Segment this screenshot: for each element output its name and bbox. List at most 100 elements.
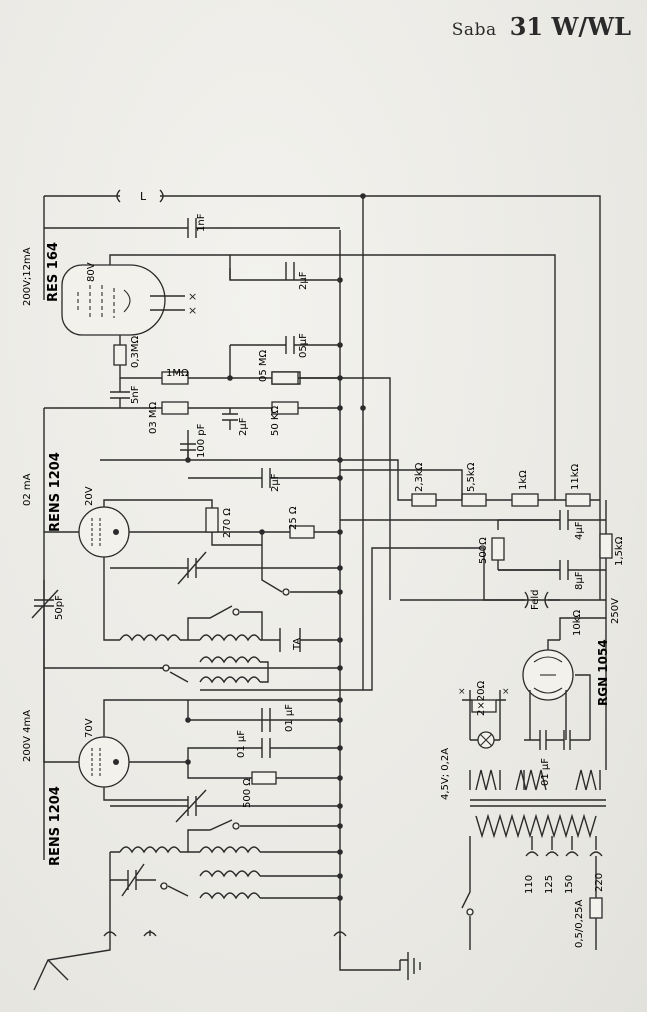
resistor-2x20 bbox=[471, 699, 497, 713]
svg-text:×: × bbox=[188, 304, 197, 317]
label-1-5k: 1,5kΩ bbox=[614, 536, 625, 566]
coil-lower-b bbox=[199, 846, 261, 854]
brand-name: Saba bbox=[451, 20, 497, 40]
resistor-1m bbox=[161, 371, 189, 385]
label-res164-note: 200V;12mA bbox=[22, 247, 33, 306]
resistor-5-5k bbox=[461, 493, 487, 507]
tube-rens1204-upper bbox=[78, 506, 130, 558]
label-tap-125: 125 bbox=[544, 874, 555, 894]
label-rens-upper-voltage: 20V bbox=[84, 486, 95, 506]
label-1m: 1MΩ bbox=[166, 368, 189, 379]
tube-rens1204-lower bbox=[78, 736, 130, 788]
resistor-0-3m bbox=[113, 344, 127, 366]
resistor-50k bbox=[271, 401, 299, 415]
coil-upper-b bbox=[199, 634, 261, 642]
cap-5nf bbox=[110, 391, 130, 399]
label-lamp: 4,5V; 0,2A bbox=[440, 747, 451, 800]
label-rens-upper-type: RENS 1204 bbox=[48, 452, 63, 532]
label-01uf-c: 01 µF bbox=[540, 757, 551, 786]
label-05uf: 05µF bbox=[298, 333, 309, 358]
label-270: 270 Ω bbox=[222, 508, 233, 538]
cap-2uf-a bbox=[229, 262, 295, 280]
coil-lower-a bbox=[119, 846, 181, 854]
label-l: L bbox=[140, 190, 147, 203]
svg-text:×: × bbox=[502, 687, 510, 697]
label-res164-voltage: 80V bbox=[86, 262, 97, 282]
cap-05uf bbox=[285, 336, 295, 354]
label-50k: 50 KΩ bbox=[270, 405, 281, 436]
mains-switch bbox=[461, 836, 471, 950]
label-tap-110: 110 bbox=[524, 874, 535, 894]
model-number: 31 W/WL bbox=[509, 12, 631, 41]
label-tap-150: 150 bbox=[564, 874, 575, 894]
resistor-2-3k bbox=[411, 493, 437, 507]
resistor-500b bbox=[251, 771, 277, 785]
cap-100pf bbox=[180, 443, 196, 451]
label-500b: 500 Ω bbox=[242, 778, 253, 808]
label-50pf: 50pF bbox=[54, 595, 65, 620]
label-2-3k: 2,3kΩ bbox=[414, 462, 425, 492]
label-0-3m: 0,3MΩ bbox=[130, 335, 141, 368]
cap-01uf-a bbox=[261, 708, 271, 732]
svg-text:×: × bbox=[458, 687, 466, 697]
label-tap-220: 220 bbox=[594, 872, 605, 892]
resistor-25 bbox=[289, 525, 315, 539]
label-res164-type: RES 164 bbox=[46, 242, 61, 302]
mains-fuse bbox=[589, 897, 603, 919]
label-rens-lower-voltage: 70V bbox=[84, 718, 95, 738]
cap-2uf-c bbox=[261, 468, 271, 488]
label-rgn1054-type: RGN 1054 bbox=[596, 639, 610, 706]
label-250v: 250V bbox=[610, 598, 621, 624]
resistor-1k bbox=[511, 493, 539, 507]
label-fuse: 0,5/0,25A bbox=[574, 899, 585, 948]
page-title: Saba 31 W/WL bbox=[452, 12, 631, 41]
l-coil-symbol bbox=[116, 189, 164, 203]
coil-lower-c bbox=[199, 870, 261, 878]
label-4uf: 4µF bbox=[574, 521, 585, 540]
resistor-500a bbox=[491, 537, 505, 561]
earth-symbol bbox=[400, 952, 421, 980]
label-1k: 1kΩ bbox=[518, 470, 529, 490]
label-rens-lower-note: 200V 4mA bbox=[22, 709, 33, 762]
label-1nf: 1nF bbox=[196, 213, 207, 232]
cap-2uf-b bbox=[222, 408, 238, 430]
label-03m-b: 03 MΩ bbox=[148, 401, 159, 434]
coil-lower-d bbox=[199, 892, 261, 900]
label-10k: 10kΩ bbox=[572, 609, 583, 636]
coil-mid-b bbox=[199, 676, 261, 684]
svg-text:×: × bbox=[188, 290, 197, 303]
label-11k: 11kΩ bbox=[570, 463, 581, 490]
label-feld: Feld bbox=[530, 589, 541, 610]
label-25: 25 Ω bbox=[288, 506, 299, 530]
top-wire bbox=[44, 195, 601, 600]
label-500a: 500Ω bbox=[478, 537, 489, 564]
label-8uf: 8µF bbox=[574, 571, 585, 590]
tube-res164 bbox=[61, 264, 166, 336]
label-rens-upper-note: 02 mA bbox=[22, 473, 33, 507]
resistor-1-5k bbox=[599, 533, 613, 559]
cap-4uf bbox=[559, 510, 569, 530]
tuning-cap-upper bbox=[177, 551, 207, 585]
label-100pf: 100 pF bbox=[196, 423, 207, 458]
antenna-symbol bbox=[33, 936, 111, 991]
resistor-11k bbox=[565, 493, 591, 507]
antenna-trimmer bbox=[121, 863, 145, 897]
mains-transformer bbox=[470, 769, 606, 839]
pilot-lamp bbox=[477, 731, 495, 749]
coil-mid-a bbox=[199, 656, 261, 664]
cap-8uf bbox=[559, 560, 569, 580]
cap-01uf-b bbox=[261, 738, 271, 758]
coil-upper-a bbox=[119, 634, 181, 642]
label-01uf-b: 01 µF bbox=[236, 729, 247, 758]
label-5nf: 5nF bbox=[130, 385, 141, 404]
label-ta: TA bbox=[292, 637, 303, 650]
resistor-270 bbox=[205, 507, 219, 533]
field-coil bbox=[524, 591, 549, 609]
label-5-5k: 5,5kΩ bbox=[466, 462, 477, 492]
tuning-cap-lower bbox=[175, 789, 207, 823]
label-2uf-b: 2µF bbox=[238, 417, 249, 436]
cap-01uf-c bbox=[539, 730, 571, 750]
capacitor-1nf bbox=[187, 218, 197, 238]
